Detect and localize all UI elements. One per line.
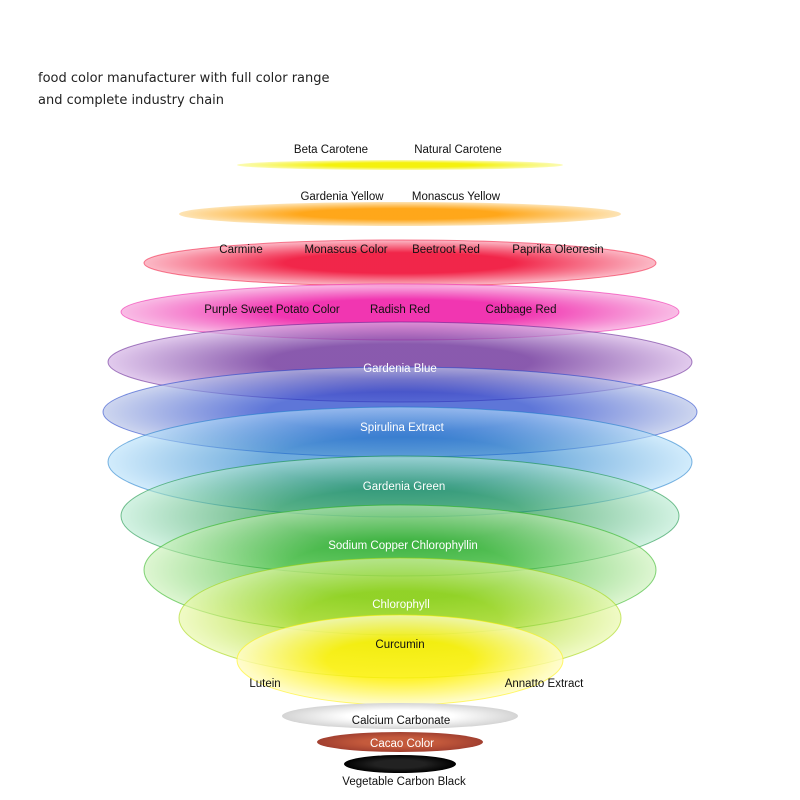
label-cacao-color: Cacao Color [370,738,434,750]
label-purple-sweet-potato-color: Purple Sweet Potato Color [204,304,340,316]
disc-purple-sweet-potato-color [121,284,679,340]
label-sodium-copper-chlorophyllin: Sodium Copper Chlorophyllin [328,540,478,552]
label-monascus-color: Monascus Color [304,244,388,256]
disc-calcium-carbonate [282,703,518,729]
disc-lutein [237,615,563,705]
label-monascus-yellow: Monascus Yellow [411,191,501,203]
disc-vegetable-carbon-black [344,755,456,773]
label-curcumin: Curcumin [375,639,425,651]
disc-cacao-color [317,732,483,752]
label-beta-carotene: Beta Carotene [293,144,369,156]
label-spirulina-extract: Spirulina Extract [360,422,444,434]
label-paprika-oleoresin: Paprika Oleoresin [512,244,604,256]
label-calcium-carbonate: Calcium Carbonate [351,715,451,727]
label-carmine: Carmine [219,244,263,256]
disc-gardenia-yellow [179,202,621,226]
label-gardenia-yellow: Gardenia Yellow [300,191,384,203]
label-cabbage-red: Cabbage Red [485,304,557,316]
heading: food color manufacturer with full color … [38,68,330,112]
label-gardenia-blue: Gardenia Blue [363,363,437,375]
label-vegetable-carbon-black: Vegetable Carbon Black [342,776,466,788]
disc-beta-carotene [237,160,563,170]
label-beetroot-red: Beetroot Red [412,244,480,256]
label-lutein: Lutein [249,678,281,690]
label-radish-red: Radish Red [369,304,431,316]
disc-carmine [144,240,656,286]
label-natural-carotene: Natural Carotene [414,144,502,156]
label-chlorophyll: Chlorophyll [372,599,430,611]
heading-line-2: and complete industry chain [38,93,225,108]
heading-line-1: food color manufacturer with full color … [38,71,330,86]
label-gardenia-green: Gardenia Green [362,481,446,493]
label-annatto-extract: Annatto Extract [504,678,584,690]
